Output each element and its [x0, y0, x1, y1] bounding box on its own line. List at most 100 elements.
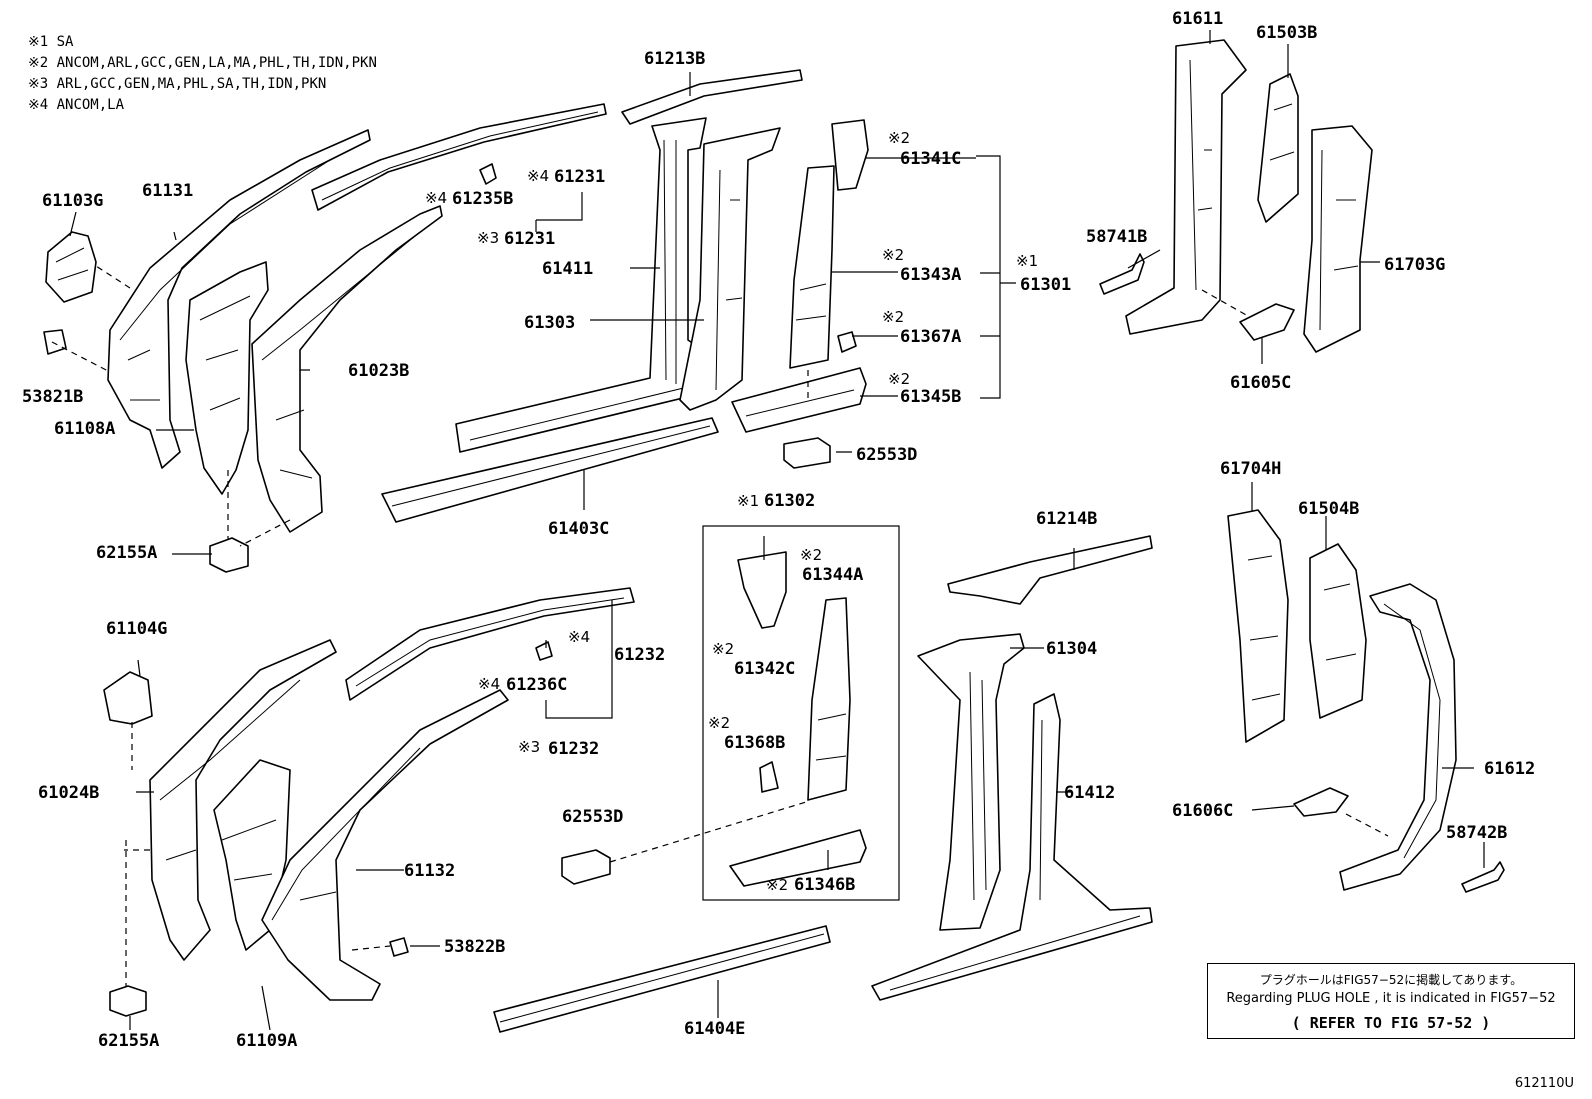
part-61404E-shape [493, 925, 831, 1033]
part-61611-shape [1125, 39, 1247, 335]
part-61342C-shape [737, 551, 787, 629]
part-61346B-shape [729, 829, 867, 887]
part-62553D-lower-shape [561, 849, 611, 885]
label-62155A-lower: 62155A [98, 1031, 159, 1051]
mark-61232b: ※3 [518, 738, 540, 756]
label-61214B: 61214B [1036, 509, 1097, 529]
part-61341C-shape [831, 119, 869, 191]
plug-note-japanese: プラグホールはFIG57−52に掲載してあります。 [1259, 973, 1523, 987]
part-61231-shape [311, 103, 607, 211]
part-61368B-shape [759, 761, 779, 793]
applicability-notes: ※1 SA ※2 ANCOM,ARL,GCC,GEN,LA,MA,PHL,TH,… [28, 32, 377, 116]
mark-61344A: ※2 [800, 546, 822, 564]
label-61231b: 61231 [504, 229, 555, 249]
part-61236C-shape [535, 641, 553, 661]
label-61023B: 61023B [348, 361, 409, 381]
label-61346B: 61346B [794, 875, 855, 895]
part-62155A-shape [209, 537, 249, 573]
label-58741B: 58741B [1086, 227, 1147, 247]
label-61109A: 61109A [236, 1031, 297, 1051]
label-61231a: 61231 [554, 167, 605, 187]
part-61108A-shape [185, 261, 269, 495]
part-58741B-shape [1099, 253, 1145, 295]
mark-61301: ※1 [1016, 252, 1038, 270]
part-61214B-shape [947, 535, 1153, 605]
label-62553D-upper: 62553D [856, 445, 917, 465]
label-61611: 61611 [1172, 9, 1223, 29]
part-62155A-lower-shape [109, 985, 147, 1017]
label-61403C: 61403C [548, 519, 609, 539]
mark-61302: ※1 [737, 492, 759, 510]
mark-61346B: ※2 [766, 876, 788, 894]
label-61302: 61302 [764, 491, 815, 511]
part-61343A-shape [789, 165, 835, 369]
label-61368B: 61368B [724, 733, 785, 753]
group-61302-box [702, 525, 900, 901]
label-61131: 61131 [142, 181, 193, 201]
note-1: ※1 SA [28, 34, 74, 50]
part-61403C-shape [381, 417, 719, 523]
label-61345B: 61345B [900, 387, 961, 407]
label-61304: 61304 [1046, 639, 1097, 659]
part-61606C-shape [1293, 787, 1349, 817]
mark-61343A: ※2 [882, 246, 904, 264]
label-61367A: 61367A [900, 327, 961, 347]
label-61704H: 61704H [1220, 459, 1281, 479]
note-2: ※2 ANCOM,ARL,GCC,GEN,LA,MA,PHL,TH,IDN,PK… [28, 55, 377, 71]
part-61213B-shape [621, 69, 803, 125]
label-61411: 61411 [542, 259, 593, 279]
label-61132: 61132 [404, 861, 455, 881]
part-61104G-shape [103, 671, 153, 725]
label-61404E: 61404E [684, 1019, 745, 1039]
part-61103G-shape [45, 231, 97, 303]
label-61235B: 61235B [452, 189, 513, 209]
label-61303: 61303 [524, 313, 575, 333]
part-53822B-shape [389, 937, 409, 957]
part-61131-shape [107, 129, 371, 469]
label-61301: 61301 [1020, 275, 1071, 295]
label-61605C: 61605C [1230, 373, 1291, 393]
part-61703G-shape [1303, 125, 1373, 353]
note-4: ※4 ANCOM,LA [28, 97, 125, 113]
label-61103G: 61103G [42, 191, 103, 211]
label-61703G: 61703G [1384, 255, 1445, 275]
part-61303-shape [679, 127, 781, 411]
part-61023B-shape [251, 205, 443, 533]
label-61213B: 61213B [644, 49, 705, 69]
label-61024B: 61024B [38, 783, 99, 803]
mark-61232a: ※4 [568, 628, 590, 646]
part-61704H-shape [1227, 509, 1289, 743]
label-61108A: 61108A [54, 419, 115, 439]
part-61367A-shape [837, 331, 857, 353]
label-58742B: 58742B [1446, 823, 1507, 843]
part-58742B-shape [1461, 861, 1505, 893]
label-61232b: 61232 [548, 739, 599, 759]
label-61342C: 61342C [734, 659, 795, 679]
plug-hole-note: プラグホールはFIG57−52に掲載してあります。 Regarding PLUG… [1207, 963, 1575, 1039]
label-61504B: 61504B [1298, 499, 1359, 519]
part-61605C-shape [1239, 303, 1295, 341]
part-61345B-shape [731, 367, 867, 433]
label-62155A-upper: 62155A [96, 543, 157, 563]
mark-61341C: ※2 [888, 129, 910, 147]
part-62553D-shape [783, 437, 831, 469]
mark-61236C: ※4 [478, 675, 500, 693]
label-61503B: 61503B [1256, 23, 1317, 43]
mark-61368B: ※2 [708, 714, 730, 732]
label-53821B: 53821B [22, 387, 83, 407]
label-61232a: 61232 [614, 645, 665, 665]
label-61606C: 61606C [1172, 801, 1233, 821]
part-61612-shape [1339, 583, 1457, 891]
plug-note-reference: ( REFER TO FIG 57-52 ) [1291, 1014, 1491, 1032]
label-61236C: 61236C [506, 675, 567, 695]
figure-id: 612110U [1514, 1076, 1574, 1091]
mark-61235B: ※4 [425, 189, 447, 207]
label-61104G: 61104G [106, 619, 167, 639]
mark-61231b: ※3 [477, 229, 499, 247]
mark-61231a: ※4 [527, 167, 549, 185]
part-61024B-shape [149, 639, 337, 961]
label-61412: 61412 [1064, 783, 1115, 803]
label-62553D-lower: 62553D [562, 807, 623, 827]
label-61612: 61612 [1484, 759, 1535, 779]
